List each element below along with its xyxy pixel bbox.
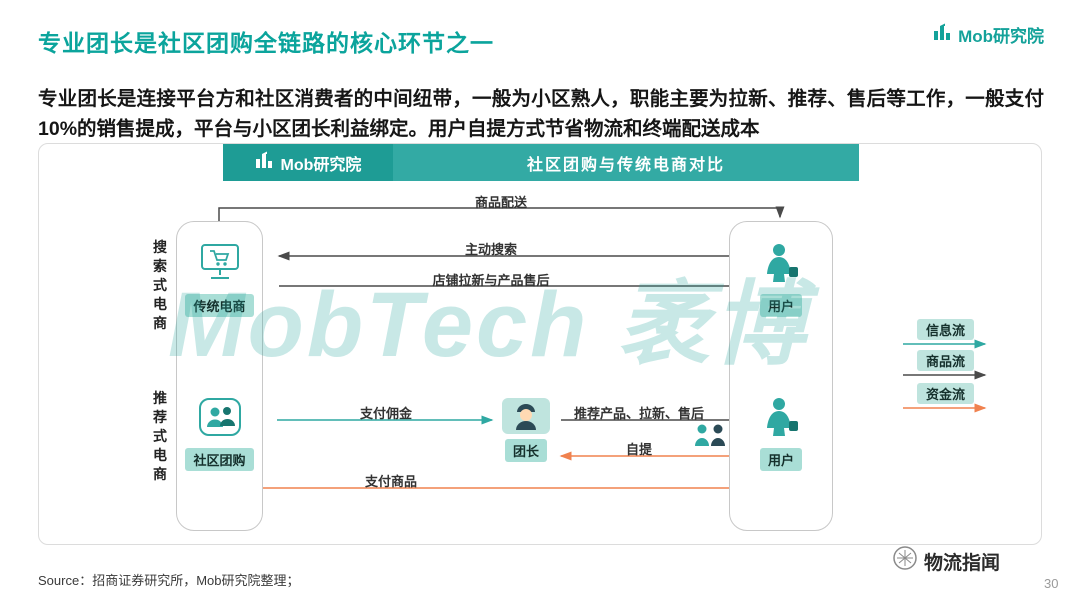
- arrow-label-goods-delivery: 商品配送: [474, 195, 528, 210]
- dandelion-logo-icon: [892, 545, 918, 577]
- monitor-cart-icon: [197, 242, 243, 289]
- pickup-people-icon: [691, 421, 729, 458]
- legend-money-flow: 资金流: [917, 383, 975, 404]
- node-label-traditional: 传统电商: [185, 294, 254, 317]
- node-label-leader: 团长: [504, 439, 547, 462]
- people-group-icon: [197, 396, 243, 443]
- brand-name: Mob研究院: [958, 27, 1044, 46]
- arrow-label-pay-goods: 支付商品: [364, 474, 418, 489]
- user-icon: [762, 396, 800, 443]
- banner-brand-name: Mob研究院: [280, 156, 362, 174]
- mob-building-icon: [933, 23, 953, 46]
- side-label-recommend-ecommerce: 推荐式电商: [153, 390, 167, 482]
- node-label-user-bottom: 用户: [759, 448, 802, 471]
- node-community-groupbuy: 社区团购: [176, 396, 263, 471]
- user-icon: [762, 242, 800, 289]
- arrow-label-store-service: 店铺拉新与产品售后: [432, 273, 550, 288]
- page-title: 专业团长是社区团购全链路的核心环节之一: [38, 30, 494, 56]
- legend-info-flow: 信息流: [917, 319, 975, 340]
- arrow-label-recommend-service: 推荐产品、拉新、售后: [573, 406, 705, 421]
- node-user-bottom: 用户: [729, 396, 833, 471]
- node-traditional-ecommerce: 传统电商: [176, 242, 263, 317]
- side-label-search-ecommerce: 搜索式电商: [153, 239, 167, 331]
- intro-text: 专业团长是连接平台方和社区消费者的中间纽带，一般为小区熟人，职能主要为拉新、推荐…: [38, 88, 1044, 141]
- node-user-top: 用户: [729, 242, 833, 317]
- wechat-account: 物流指闻: [892, 545, 1000, 577]
- arrow-label-pay-commission: 支付佣金: [359, 406, 413, 421]
- arrow-label-self-pickup: 自提: [625, 442, 653, 457]
- node-label-community: 社区团购: [185, 448, 254, 471]
- mob-building-white-icon: [255, 151, 275, 174]
- banner-brand: Mob研究院: [223, 144, 393, 181]
- node-leader: 团长: [494, 398, 558, 462]
- diagram-banner: Mob研究院 社区团购与传统电商对比: [223, 144, 859, 181]
- arrow-label-active-search: 主动搜索: [464, 242, 518, 257]
- node-label-user-top: 用户: [759, 294, 802, 317]
- brand-logo: Mob研究院: [933, 22, 1044, 47]
- diagram-title: 社区团购与传统电商对比: [393, 144, 859, 181]
- account-name: 物流指闻: [924, 552, 1001, 574]
- leader-avatar-icon: [502, 398, 550, 434]
- source-note: Source：招商证券研究所，Mob研究院整理；: [38, 573, 300, 588]
- page-number: 30: [1044, 576, 1059, 591]
- legend-goods-flow: 商品流: [917, 350, 975, 371]
- diagram-panel: Mob研究院 社区团购与传统电商对比 搜索式电商 推荐式电商 传统电商: [38, 143, 1042, 545]
